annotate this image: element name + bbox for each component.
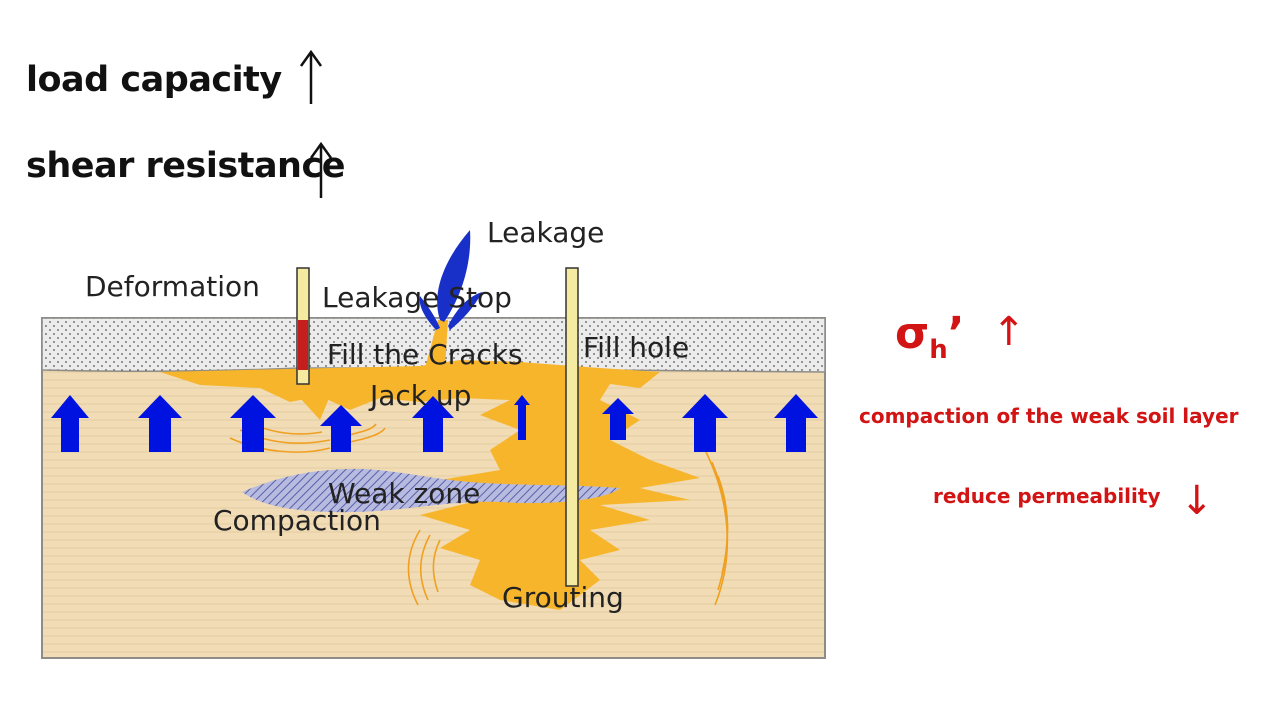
- leakage-plume-left: [419, 296, 440, 330]
- sigma-subscript: h: [929, 334, 948, 365]
- load-capacity-heading: load capacity: [26, 60, 282, 100]
- leakage-plume-right: [448, 292, 482, 330]
- leakage-plume: [437, 230, 471, 322]
- jack-up-arrows: [51, 394, 818, 452]
- leakage-stop-label: Leakage Stop: [322, 281, 512, 314]
- jack-up-arrow-icon: [514, 395, 530, 440]
- jack-up-arrow-icon: [412, 396, 454, 452]
- grouting-pipe: [565, 267, 579, 587]
- sigma-h-prime-label: σh’: [895, 308, 965, 365]
- grouting-label: Grouting: [502, 581, 624, 614]
- weak-zone: [242, 468, 620, 513]
- permeability-note: reduce permeability: [933, 484, 1161, 508]
- jack-up-arrow-icon: [320, 405, 362, 452]
- load-capacity-up-arrow-icon: [299, 49, 323, 104]
- grouting-diagram: Leakage Deformation Leakage Stop Fill th…: [41, 216, 826, 659]
- crack-fill: [280, 372, 340, 420]
- deformation-gauge-indicator: [298, 320, 308, 370]
- jack-up-arrow-icon: [138, 395, 182, 452]
- weak-zone-label: Weak zone: [328, 477, 480, 510]
- permeability-down-arrow-icon: ↓: [1180, 478, 1214, 524]
- leak-channel: [425, 320, 448, 368]
- jack-up-label: Jack up: [368, 379, 471, 412]
- fill-hole-label: Fill hole: [583, 331, 689, 364]
- compaction-note: compaction of the weak soil layer: [859, 404, 1239, 428]
- jack-up-arrow-icon: [51, 395, 89, 452]
- grout-spread: [160, 360, 700, 610]
- shear-resistance-up-arrow-icon: [309, 141, 333, 198]
- deformation-label: Deformation: [85, 270, 260, 303]
- sigma-prime: ’: [947, 308, 965, 359]
- fill-cracks-label: Fill the Cracks: [327, 338, 523, 371]
- sigma-up-arrow-icon: ↑: [992, 309, 1026, 355]
- jack-up-arrow-icon: [774, 394, 818, 452]
- compaction-label: Compaction: [213, 504, 381, 537]
- compaction-ripples: [229, 423, 729, 606]
- shear-resistance-heading: shear resistance: [26, 146, 345, 186]
- jack-up-arrow-icon: [602, 398, 634, 440]
- leakage-label: Leakage: [487, 216, 604, 249]
- jack-up-arrow-icon: [682, 394, 728, 452]
- sigma-symbol: σ: [895, 308, 930, 359]
- jack-up-arrow-icon: [230, 395, 276, 452]
